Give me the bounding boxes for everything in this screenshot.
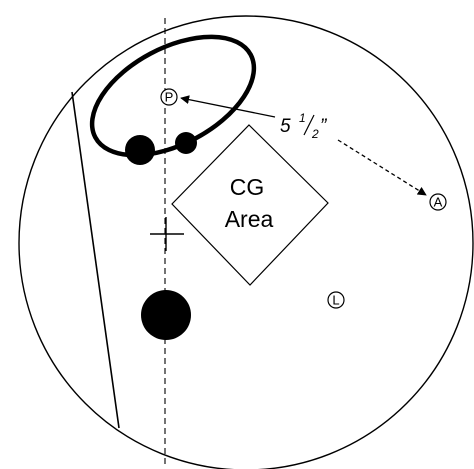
svg-text:A: A <box>434 195 443 210</box>
dimension-whole: 5 <box>280 116 291 137</box>
dimension-inch-mark: ” <box>320 116 328 137</box>
dimension-arrow-to-p <box>180 95 276 118</box>
svg-text:L: L <box>332 293 339 308</box>
dimension-denominator: 2 <box>311 127 319 141</box>
dimension-arrow-to-a <box>337 139 427 196</box>
left-slant-line <box>71 91 120 429</box>
dimension-fraction-slash <box>303 114 315 136</box>
crosshair-icon <box>150 217 184 251</box>
dimension-label: 5 1 2 ” <box>280 111 328 141</box>
finger-hole-left <box>125 135 155 165</box>
cg-area-label-line2: Area <box>225 206 274 232</box>
ball-outline <box>18 15 474 469</box>
dimension-numerator: 1 <box>299 111 306 125</box>
finger-hole-right <box>175 132 197 154</box>
marker-l: L <box>327 291 345 309</box>
cg-area-label-line1: CG <box>230 174 265 200</box>
svg-text:P: P <box>165 90 174 105</box>
thumb-hole <box>141 290 191 340</box>
marker-a: A <box>429 193 447 211</box>
cg-area-box <box>171 124 329 286</box>
marker-p: P <box>160 88 178 106</box>
